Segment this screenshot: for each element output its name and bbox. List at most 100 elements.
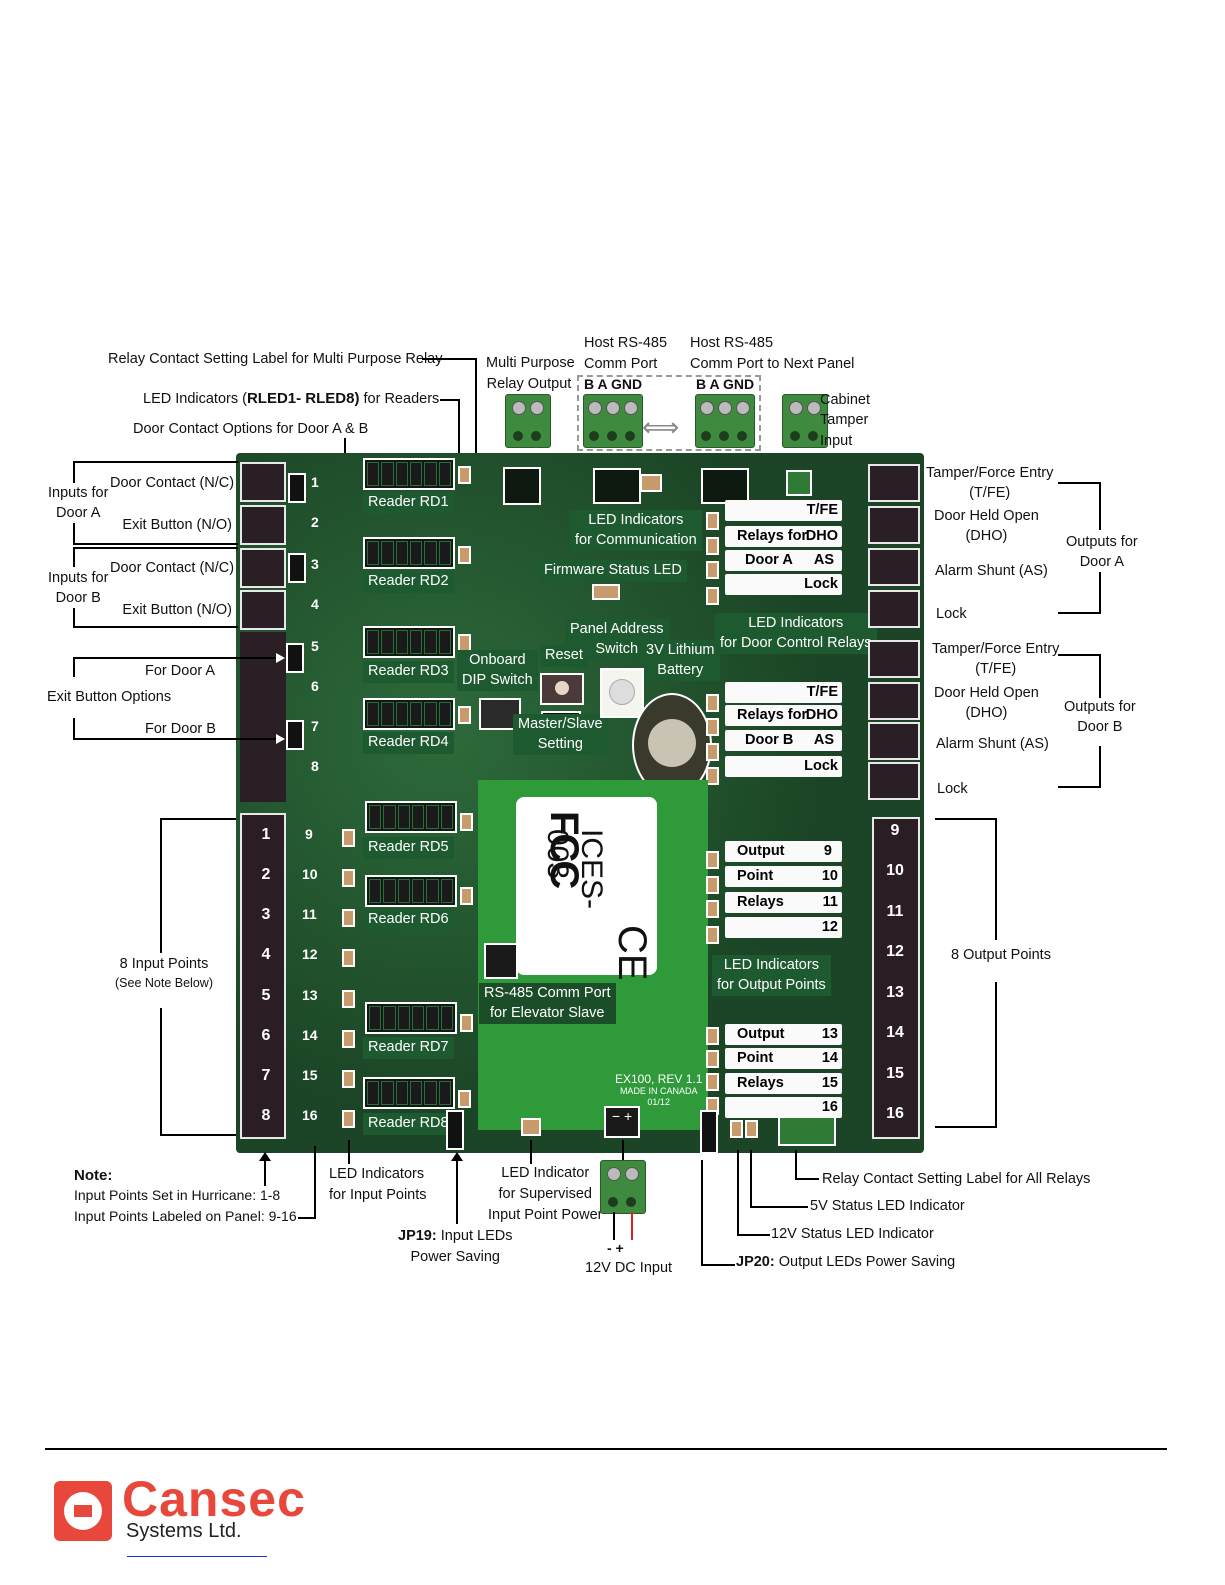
leader-line [73,543,238,545]
input-led [342,1070,355,1088]
pin-16: 16 [302,1107,318,1123]
pin-7: 7 [311,718,319,734]
connector-pin [718,401,732,415]
input-terminal-door-contact-a [240,462,286,502]
reader-led-rd6 [460,887,473,905]
reader-label-rd8: Reader RD8 [363,1113,454,1135]
tag-battery: 3V Lithium Battery [641,640,720,682]
connector-pin [700,401,714,415]
relay-led [706,694,719,712]
arrow-icon [276,734,285,744]
leader-line [795,1178,819,1180]
output-led [706,1073,719,1091]
label-a-tfe: Tamper/Force Entry (T/FE) [926,465,1054,501]
connector-pin [424,462,437,486]
connector-pin [790,431,800,441]
output-terminal-9: 9 [890,822,900,839]
connector-pin [381,630,394,654]
mp-relay-jack [503,467,541,505]
connector-pin [424,702,437,726]
connector-pin [381,541,394,565]
label-12v-status-led: 12V Status LED Indicator [771,1226,934,1242]
leader-line [737,1150,739,1236]
jp19-jumper [446,1110,464,1150]
pin-1: 1 [311,474,319,490]
note-line-1: Input Points Set in Hurricane: 1-8 [74,1187,281,1203]
input-terminal-7: 7 [261,1067,271,1084]
door-contact-jumper-b [288,553,306,583]
leader-line [475,358,477,458]
leader-line [73,657,75,677]
label-host-rs485: Host RS-485 Comm Port [584,335,668,373]
connector-pin [701,431,711,441]
leader-line [613,1212,615,1240]
input-led [342,909,355,927]
comm-leds [640,474,662,492]
label-exit-button-options: Exit Button Options [47,689,172,705]
reader-header-rd2 [363,537,455,569]
input-terminal-8: 8 [261,1107,271,1124]
reader-label-rd5: Reader RD5 [363,837,454,859]
input-terminal-4: 4 [261,946,271,963]
relay-led [706,718,719,736]
relay-led [706,743,719,761]
output-points-terminal-block [872,817,920,1139]
pin-4: 4 [311,596,319,612]
connector-pin [719,431,729,441]
leader-line [1099,746,1101,788]
output-led [706,926,719,944]
pin-13: 13 [302,987,318,1003]
label-mp-relay-output: Multi Purpose Relay Output [486,355,575,393]
output-terminal-a-tfe [868,464,920,502]
leader-line [530,1140,532,1164]
connector-pin [530,401,544,415]
rs485-elevator-jack [484,943,518,979]
exit-option-jumper-b [286,720,304,750]
connector-pin [607,431,617,441]
leader-line [422,358,477,360]
leader-line [73,523,75,545]
leader-line [1099,572,1101,614]
mp-relay-connector [505,394,551,448]
label-for-door-a: For Door A [145,663,216,679]
reader-label-rd6: Reader RD6 [363,909,454,931]
label-for-door-b: For Door B [145,721,216,737]
leader-line [160,1008,162,1136]
dc-input-jack: − + [604,1106,640,1138]
leader-line [73,547,238,549]
label-inputs-door-a: Inputs for Door A [48,485,109,521]
output-terminal-a-as [868,548,920,586]
leader-line [73,608,75,628]
label-led-input-points: LED Indicators for Input Points [329,1166,427,1204]
supervised-power-led [521,1118,541,1136]
relay-led [706,587,719,605]
rs485-dashed-group [577,375,761,451]
brand-underline [127,1556,267,1557]
connector-pin [438,630,451,654]
dc-input-connector [600,1160,646,1214]
label-relay-contact-all: Relay Contact Setting Label for All Rela… [822,1171,1091,1187]
leader-line [631,1212,633,1240]
leader-line [1058,654,1100,656]
relay-output-16: 16 [725,1097,842,1118]
label-5v-status-led: 5V Status LED Indicator [810,1198,965,1214]
leader-line [73,547,75,567]
leader-line [160,1134,236,1136]
connector-pin [395,630,408,654]
cansec-logo-icon [54,1481,112,1541]
connector-pin [381,1081,394,1105]
connector-pin [426,805,439,829]
leader-line [1058,482,1100,484]
input-led [342,829,355,847]
label-door-contact-options: Door Contact Options for Door A & B [133,421,369,437]
connector-pin [589,431,599,441]
host-rs485-jack [593,468,641,504]
label-b-as: Alarm Shunt (AS) [936,736,1049,752]
reader-led-rd7 [460,1014,473,1032]
label-output-points: 8 Output Points [951,947,1051,963]
connector-pin [367,702,380,726]
reader-header-rd4 [363,698,455,730]
